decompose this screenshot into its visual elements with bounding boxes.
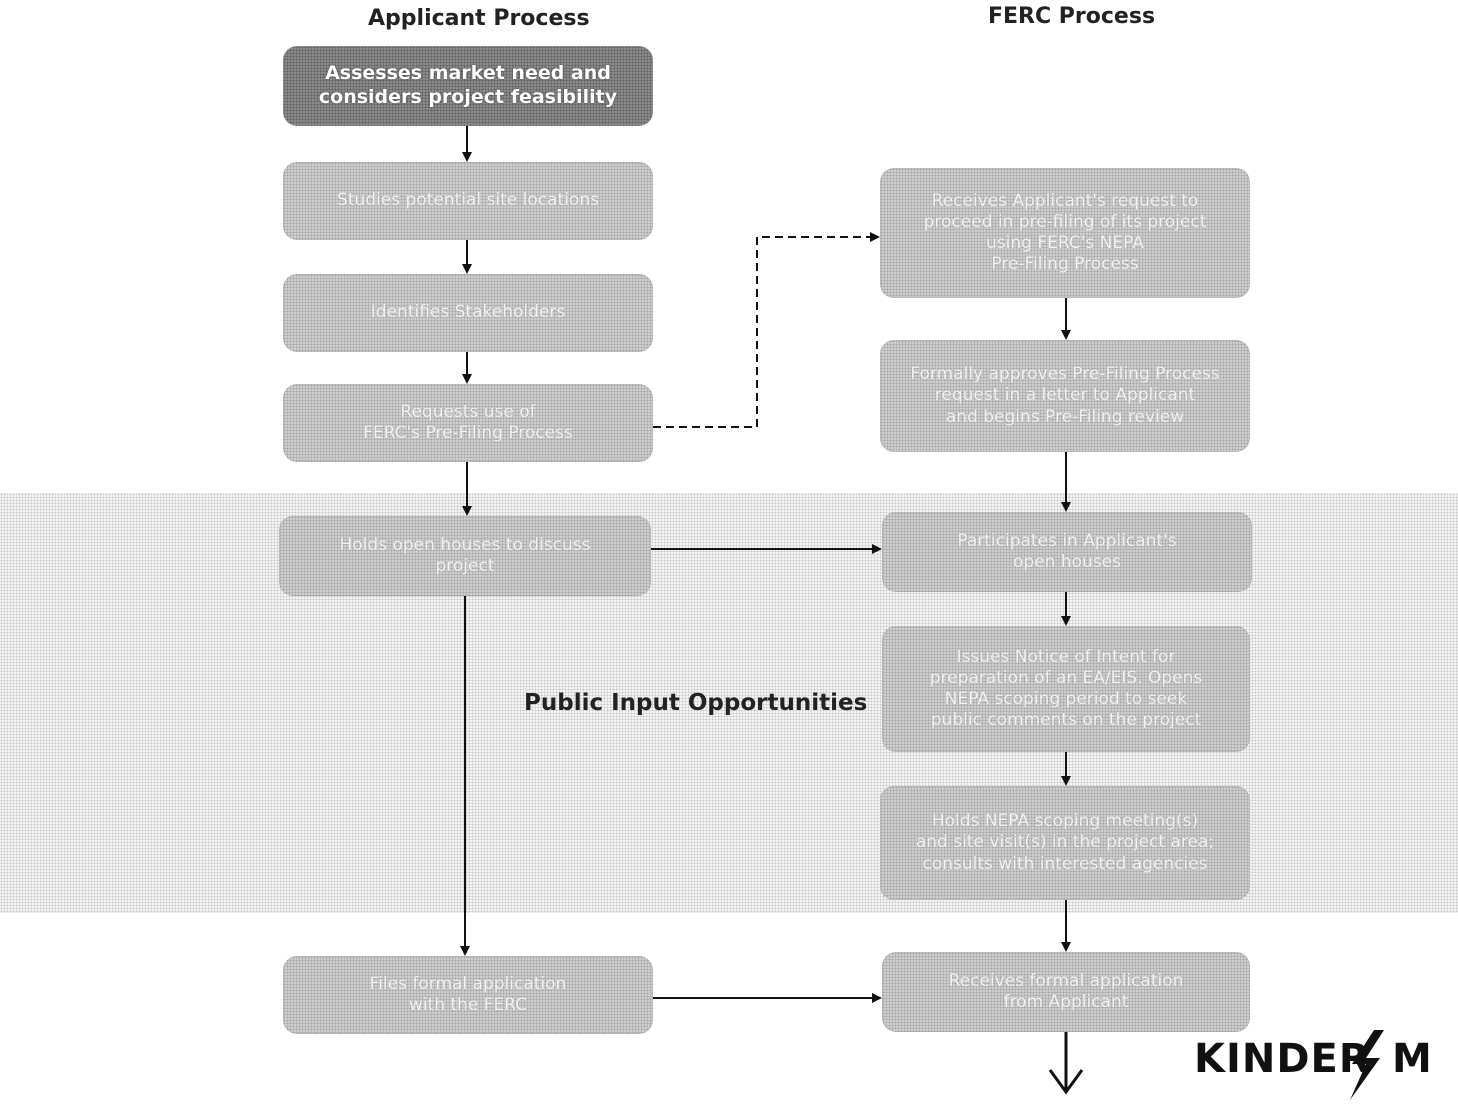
step-open-houses: Holds open houses to discuss project [279,516,651,596]
logo-bolt-icon [1350,1030,1384,1100]
step-label: Receives formal application from Applica… [948,970,1184,1012]
step-label: Assesses market need and considers proje… [318,62,618,108]
logo-m-fragment: M [1392,1036,1432,1082]
ferc-process-title: FERC Process [988,4,1156,29]
arrow-dashed-prefiling [653,232,880,428]
ferc-receive-request: Receives Applicant's request to proceed … [880,168,1250,298]
step-label: Receives Applicant's request to proceed … [923,190,1207,275]
ferc-approve-prefiling: Formally approves Pre-Filing Process req… [880,340,1250,452]
step-label: Holds open houses to discuss project [339,534,591,576]
step-label: Requests use of FERC's Pre-Filing Proces… [363,401,573,443]
logo-text: KINDER [1194,1036,1371,1082]
step-label: Formally approves Pre-Filing Process req… [910,364,1220,427]
arrow-continue-head [1048,1069,1084,1095]
step-file-application: Files formal application with the FERC [283,956,653,1034]
ferc-participate-open-houses: Participates in Applicant's open houses [882,512,1252,592]
ferc-receive-application: Receives formal application from Applica… [882,952,1250,1032]
step-label: Participates in Applicant's open houses [957,530,1177,572]
ferc-scoping-meetings: Holds NEPA scoping meeting(s) and site v… [880,786,1250,900]
step-label: Files formal application with the FERC [369,973,567,1015]
kinder-morgan-logo: KINDER [1194,1036,1371,1082]
step-identify-stakeholders: Identifies Stakeholders [283,274,653,352]
step-label: Issues Notice of Intent for preparation … [929,646,1203,731]
step-assess-market-need: Assesses market need and considers proje… [283,46,653,126]
step-label: Studies potential site locations [337,190,599,211]
step-study-sites: Studies potential site locations [283,162,653,240]
applicant-process-title: Applicant Process [368,6,590,31]
step-label: Identifies Stakeholders [370,302,566,323]
step-request-prefiling: Requests use of FERC's Pre-Filing Proces… [283,384,653,462]
ferc-issue-notice-of-intent: Issues Notice of Intent for preparation … [882,626,1250,752]
step-label: Holds NEPA scoping meeting(s) and site v… [915,811,1215,874]
public-input-label: Public Input Opportunities [524,690,868,716]
